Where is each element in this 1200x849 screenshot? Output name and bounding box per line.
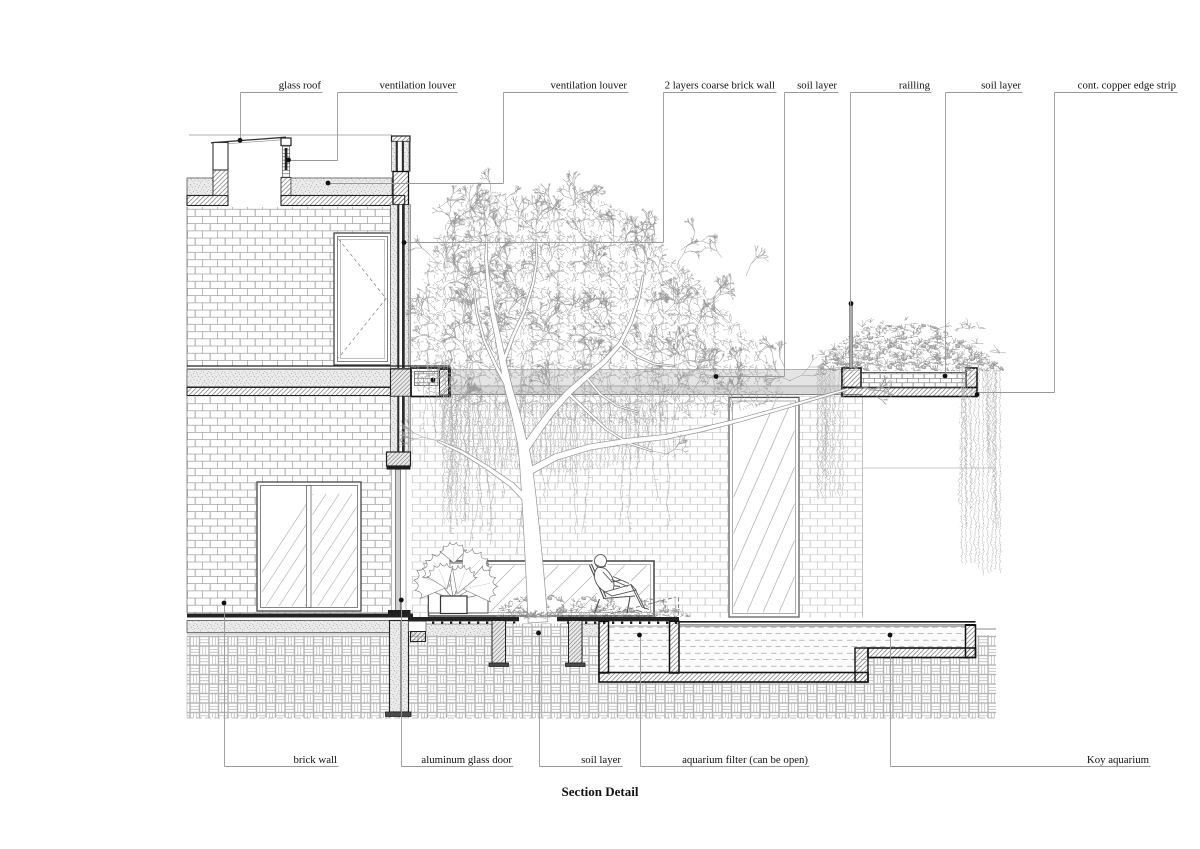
svg-text:brick wall: brick wall xyxy=(294,754,337,766)
svg-text:soil layer: soil layer xyxy=(581,754,621,766)
svg-text:Koy aquarium: Koy aquarium xyxy=(1087,754,1150,766)
svg-text:aquarium filter (can be open): aquarium filter (can be open) xyxy=(682,754,808,766)
svg-text:soil layer: soil layer xyxy=(797,80,837,92)
svg-text:2 layers coarse brick wall: 2 layers coarse brick wall xyxy=(665,80,775,92)
svg-text:ventilation louver: ventilation louver xyxy=(380,80,457,92)
svg-text:ventilation louver: ventilation louver xyxy=(551,80,628,92)
svg-text:Section Detail: Section Detail xyxy=(562,784,639,799)
svg-text:glass roof: glass roof xyxy=(279,80,322,92)
svg-text:railling: railling xyxy=(899,80,931,92)
svg-text:aluminum glass door: aluminum glass door xyxy=(421,754,512,766)
svg-text:soil layer: soil layer xyxy=(981,80,1021,92)
svg-text:cont. copper edge strip: cont. copper edge strip xyxy=(1078,80,1176,92)
